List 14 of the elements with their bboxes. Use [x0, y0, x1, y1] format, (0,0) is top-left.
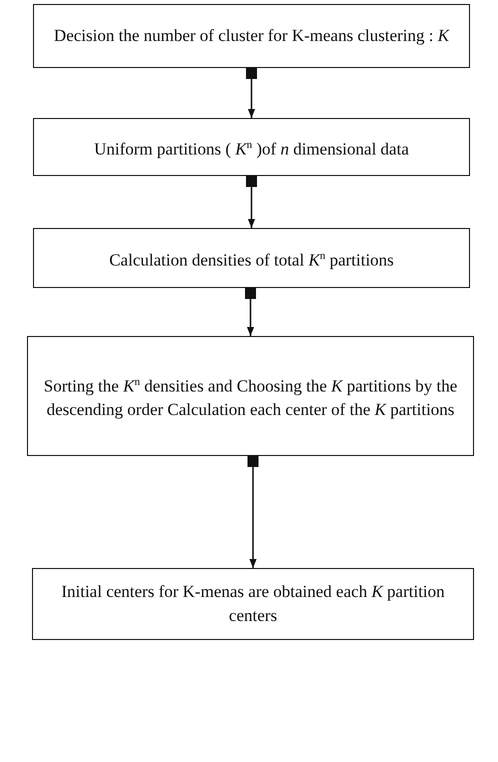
arrow: [248, 456, 258, 568]
arrow: [246, 68, 257, 118]
step-text: Sorting the K$^{n}$ densities and Choosing the K partitions by the descending order Calculation each center of the K partitions: [42, 374, 458, 422]
process-box: [33, 228, 470, 288]
process-box: [33, 4, 470, 68]
process-box: [32, 568, 474, 640]
step-text: Calculation densities of total K$^{n}$ partitions: [109, 248, 394, 272]
arrow: [246, 176, 257, 228]
step-text: Decision the number of cluster for K-means clustering : K: [54, 25, 450, 47]
process-box: [27, 336, 474, 456]
step-text: Initial centers for K-menas are obtained each K partition centers: [60, 581, 446, 627]
arrow: [245, 288, 256, 336]
process-box: [33, 118, 470, 176]
step-text: Uniform partitions ( K$^{n}$ )of n dimensional data: [94, 138, 409, 160]
